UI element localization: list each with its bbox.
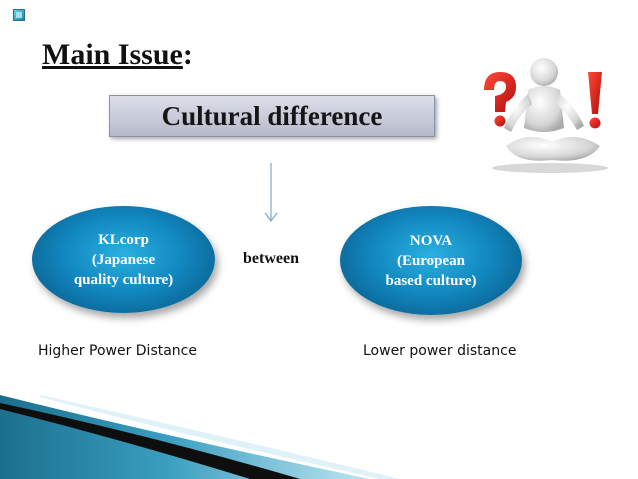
- right-oval-line1: NOVA: [409, 232, 453, 249]
- thinking-person-question-exclamation-icon: [484, 58, 608, 173]
- right-oval-line3: based culture): [385, 272, 477, 289]
- right-oval-line2: (European: [396, 252, 466, 269]
- left-oval-line3: quality culture): [73, 271, 174, 288]
- box-label: Cultural difference: [161, 100, 383, 131]
- between-label: between: [243, 250, 299, 267]
- caption-left: Higher Power Distance: [38, 343, 197, 359]
- decorative-swoosh: [0, 395, 400, 479]
- klcorp-oval: KLcorp (Japanese quality culture): [32, 206, 215, 313]
- left-oval-line1: KLcorp: [98, 231, 149, 248]
- square-bullet-icon: [13, 9, 25, 21]
- caption-right: Lower power distance: [363, 343, 517, 359]
- cultural-difference-box: Cultural difference: [109, 95, 435, 137]
- down-arrow-icon: [264, 163, 278, 222]
- title-text: Main Issue: [42, 38, 183, 71]
- title-colon: :: [182, 38, 193, 71]
- nova-oval: NOVA (European based culture): [340, 206, 522, 315]
- slide-title: Main Issue:: [42, 38, 193, 72]
- left-oval-line2: (Japanese: [91, 251, 156, 268]
